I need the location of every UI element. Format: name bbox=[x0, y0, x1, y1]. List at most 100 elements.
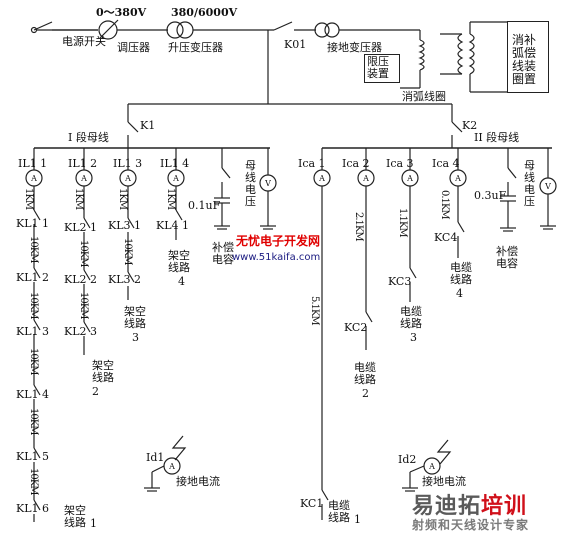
k1-label: K1 bbox=[140, 119, 156, 132]
switch-label: KC3 bbox=[388, 275, 412, 288]
brand-a: 易迪拓 bbox=[412, 494, 482, 519]
stepup-label: 升压变压器 bbox=[168, 41, 223, 54]
length-label: 10KM bbox=[28, 348, 39, 375]
k01-label: K01 bbox=[284, 38, 307, 51]
ammeter-label-c1: Ica 1 bbox=[298, 157, 326, 170]
bus1-cap-value: 0.1uF bbox=[188, 199, 221, 212]
length-label: 10KM bbox=[78, 292, 89, 319]
ammeter-glyph: A bbox=[406, 174, 413, 183]
earth-id1-label: Id1 bbox=[146, 451, 165, 464]
bus1-label: I 段母线 bbox=[68, 131, 109, 144]
switch-label: KL4 1 bbox=[156, 219, 190, 232]
earth-current-label-1: 接地电流 bbox=[176, 475, 220, 488]
comp-device-box bbox=[507, 21, 549, 93]
length-label: 10KM bbox=[28, 408, 39, 435]
bus2-label: II 段母线 bbox=[474, 131, 520, 144]
ammeter-glyph: A bbox=[168, 462, 175, 471]
length-label: 10KM bbox=[122, 238, 133, 265]
brand-b: 培训 bbox=[481, 494, 528, 519]
length-label: 2.1KM bbox=[353, 212, 364, 241]
power-switch-blade bbox=[33, 21, 53, 31]
switch-label: KC1 bbox=[300, 497, 324, 510]
ammeter-label-4: IL1 4 bbox=[160, 157, 190, 170]
line-number: 4 bbox=[456, 287, 463, 300]
watermark-title: 无忧电子开发网 bbox=[236, 234, 321, 248]
switch-label: KL1 3 bbox=[16, 325, 50, 338]
arc-coil-label: 消弧线圈 bbox=[402, 90, 446, 103]
line-number: 3 bbox=[132, 331, 139, 344]
line-number: 1 bbox=[354, 513, 361, 526]
ammeter-label-2: IL1 2 bbox=[68, 157, 98, 170]
length-label: 1KM bbox=[165, 188, 176, 210]
limit-box bbox=[364, 54, 400, 83]
ammeter-glyph: A bbox=[362, 174, 369, 183]
overhead-line-label: 架空 线路 bbox=[92, 359, 114, 384]
line-number: 4 bbox=[178, 275, 185, 288]
switch-label: KL3 2 bbox=[108, 273, 142, 286]
bus1-voltage-label: 母 线 电 压 bbox=[245, 159, 256, 208]
bus2-voltage-label: 母 线 电 压 bbox=[524, 159, 535, 208]
comp-device-label: 消补 弧偿 线装 圈置 bbox=[512, 33, 537, 86]
ammeter-label-3: IL1 3 bbox=[113, 157, 143, 170]
switch-label: KL1 2 bbox=[16, 271, 50, 284]
k2-label: K2 bbox=[462, 119, 478, 132]
cable-line-label: 电缆 线路 bbox=[400, 305, 422, 330]
bus2-comp-cap-label: 补偿 电容 bbox=[496, 245, 518, 270]
ammeter-glyph: A bbox=[172, 174, 179, 183]
cable-line-label: 电缆 线路 bbox=[354, 361, 376, 386]
stepup-range: 380/6000V bbox=[171, 6, 238, 19]
length-label: 5.1KM bbox=[309, 296, 320, 325]
switch-label: KC2 bbox=[344, 321, 368, 334]
brand-logo-text: 易迪拓培训 bbox=[412, 488, 527, 520]
earth-id2-label: Id2 bbox=[398, 453, 417, 466]
regulator-label: 调压器 bbox=[117, 41, 150, 54]
ammeter-glyph: A bbox=[80, 174, 87, 183]
ammeter-label-c3: Ica 3 bbox=[386, 157, 414, 170]
line-number: 2 bbox=[362, 387, 369, 400]
overhead-line-label: 架空 线路 bbox=[168, 249, 190, 274]
limit-res-label: 限压 装置 bbox=[367, 55, 389, 80]
ammeter-glyph: A bbox=[124, 174, 131, 183]
ammeter-glyph: A bbox=[30, 174, 37, 183]
ammeter-label-c2: Ica 2 bbox=[342, 157, 370, 170]
brand-subtitle: 射频和天线设计专家 bbox=[412, 518, 530, 532]
ammeter-label-1: IL1 1 bbox=[18, 157, 48, 170]
switch-label: KL2 2 bbox=[64, 273, 98, 286]
length-label: 1KM bbox=[23, 188, 34, 210]
earth-current-label-2: 接地电流 bbox=[422, 475, 466, 488]
cable-line-label: 电缆 线路 bbox=[328, 499, 350, 524]
length-label: 10KM bbox=[28, 468, 39, 495]
ammeter-label-c4: Ica 4 bbox=[432, 157, 460, 170]
switch-label: KL1 1 bbox=[16, 217, 50, 230]
bus1-comp-cap-label: 补偿 电容 bbox=[212, 241, 234, 266]
power-switch-label: 电源开关 bbox=[62, 35, 106, 48]
length-label: 1.1KM bbox=[397, 208, 408, 237]
length-label: 10KM bbox=[28, 292, 39, 319]
voltmeter-glyph: V bbox=[264, 179, 271, 188]
length-label: 10KM bbox=[78, 240, 89, 267]
length-label: 1KM bbox=[117, 188, 128, 210]
switch-label: KL1 4 bbox=[16, 388, 50, 401]
bus2-cap-value: 0.3uF bbox=[474, 189, 507, 202]
regulator-range: 0～380V bbox=[96, 6, 147, 19]
length-label: 1KM bbox=[73, 188, 84, 210]
switch-label: KL1 5 bbox=[16, 450, 50, 463]
length-label: 0.1KM bbox=[439, 190, 450, 219]
switch-label: KC4 bbox=[434, 231, 458, 244]
ammeter-glyph: A bbox=[318, 174, 325, 183]
overhead-line-label: 架空 线路 bbox=[64, 504, 86, 529]
ground-tx-label: 接地变压器 bbox=[327, 41, 382, 54]
line-number: 2 bbox=[92, 385, 99, 398]
switch-label: KL1 6 bbox=[16, 502, 50, 515]
ammeter-glyph: A bbox=[454, 174, 461, 183]
line-number: 1 bbox=[90, 517, 97, 530]
ammeter-glyph: A bbox=[428, 462, 435, 471]
length-label: 10KM bbox=[28, 236, 39, 263]
voltmeter-glyph: V bbox=[544, 182, 551, 191]
overhead-line-label: 架空 线路 bbox=[124, 305, 146, 330]
switch-label: KL2 1 bbox=[64, 221, 98, 234]
cable-line-label: 电缆 线路 bbox=[450, 261, 472, 286]
switch-label: KL3 1 bbox=[108, 219, 142, 232]
